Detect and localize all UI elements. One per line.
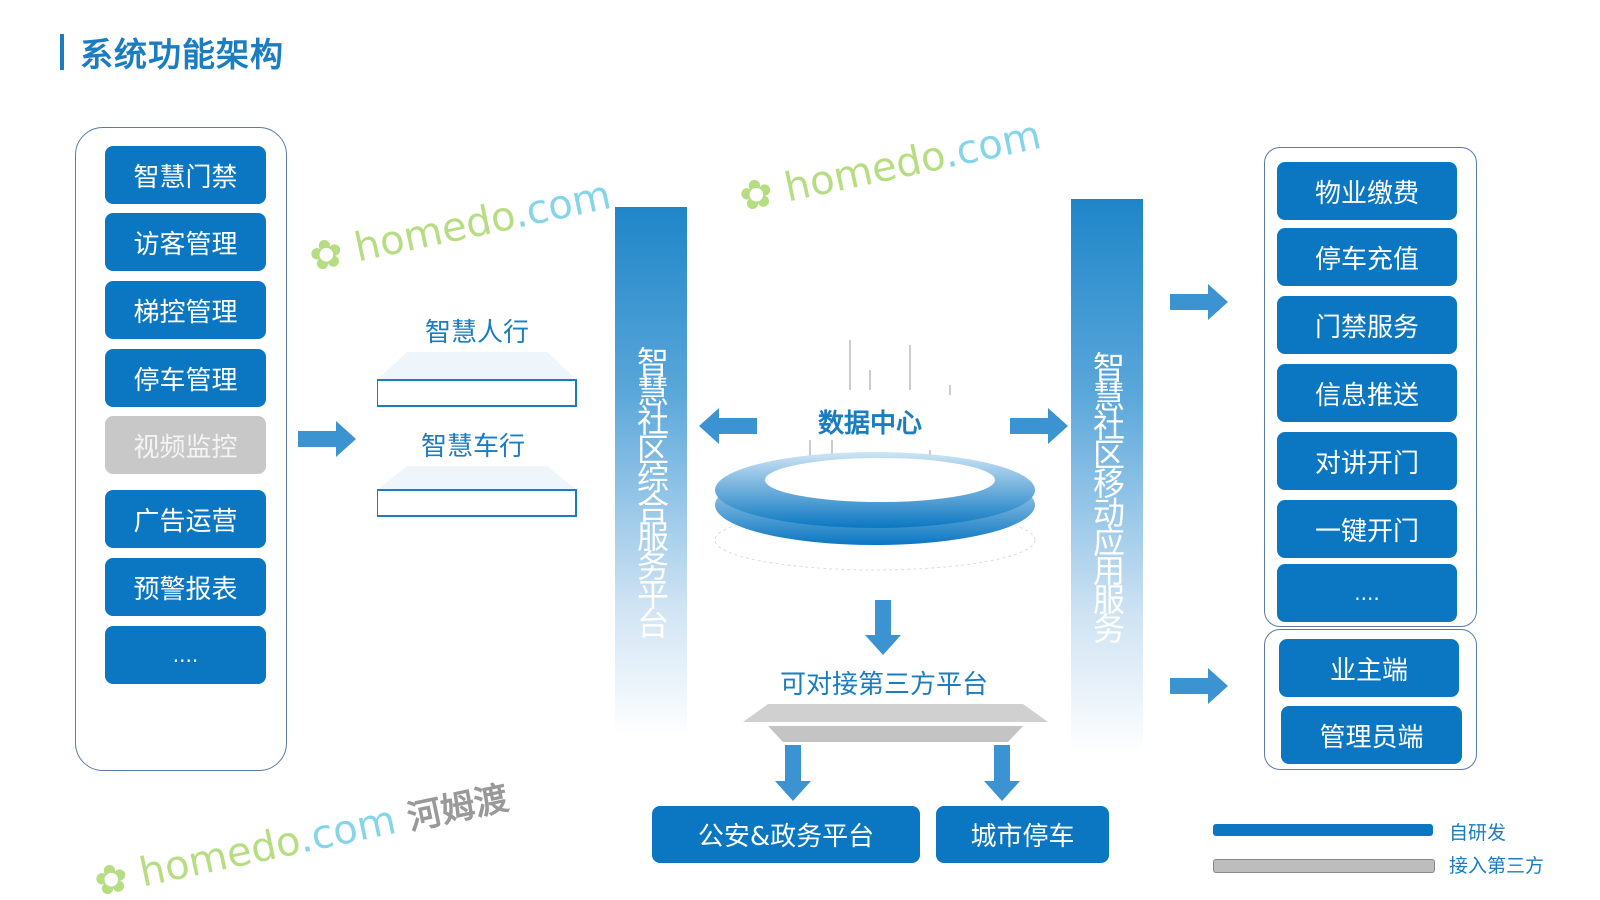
module-visitor[interactable]: 访客管理 xyxy=(105,213,266,271)
service-intercom[interactable]: 对讲开门 xyxy=(1277,432,1457,490)
platform-integrated-service: 智慧社区综合服务平台 xyxy=(615,207,687,737)
module-elevator[interactable]: 梯控管理 xyxy=(105,281,266,339)
client-owner[interactable]: 业主端 xyxy=(1279,639,1459,697)
module-smart-access[interactable]: 智慧门禁 xyxy=(105,146,266,204)
arrow-down-icon xyxy=(984,745,1020,801)
service-access[interactable]: 门禁服务 xyxy=(1277,296,1457,354)
layer-smart-vehicle-label: 智慧车行 xyxy=(421,432,526,462)
service-parking-topup[interactable]: 停车充值 xyxy=(1277,228,1457,286)
module-video-surveillance[interactable]: 视频监控 xyxy=(105,416,266,474)
watermark: ✿ homedo.com xyxy=(305,172,616,281)
layer-slab-icon xyxy=(377,466,577,517)
arrow-right-icon xyxy=(1010,408,1068,444)
legend-label-self: 自研发 xyxy=(1449,822,1507,844)
arrow-left-icon xyxy=(699,408,757,444)
data-center-label: 数据中心 xyxy=(818,409,923,439)
page-title: 系统功能架构 xyxy=(80,35,284,74)
legend-swatch-self xyxy=(1213,824,1433,836)
arrow-right-icon xyxy=(298,421,356,457)
service-one-click-open[interactable]: 一键开门 xyxy=(1277,500,1457,558)
arrow-down-icon xyxy=(865,600,901,655)
third-party-label: 可对接第三方平台 xyxy=(780,670,989,700)
module-more[interactable]: .... xyxy=(105,626,266,684)
title-accent-bar xyxy=(60,34,64,70)
platform-mobile-service: 智慧社区移动应用服务 xyxy=(1071,199,1143,755)
target-city-parking[interactable]: 城市停车 xyxy=(936,806,1109,863)
layer-smart-pedestrian-label: 智慧人行 xyxy=(425,318,530,348)
legend-label-third-party: 接入第三方 xyxy=(1449,855,1545,877)
legend-swatch-third-party xyxy=(1213,859,1435,873)
client-admin[interactable]: 管理员端 xyxy=(1281,706,1462,764)
service-property-fee[interactable]: 物业缴费 xyxy=(1277,162,1457,220)
watermark: ✿ homedo.com xyxy=(735,112,1046,221)
layer-slab-icon xyxy=(377,352,577,407)
third-party-layers-icon xyxy=(743,704,1048,742)
module-alert-report[interactable]: 预警报表 xyxy=(105,558,266,616)
service-more[interactable]: .... xyxy=(1277,564,1457,622)
service-notification[interactable]: 信息推送 xyxy=(1277,364,1457,422)
watermark: ✿ homedo.com 河姆渡 xyxy=(90,778,513,900)
arrow-down-icon xyxy=(775,745,811,801)
module-parking[interactable]: 停车管理 xyxy=(105,349,266,407)
arrow-right-icon xyxy=(1170,284,1228,320)
data-center-disk-icon xyxy=(714,340,1036,571)
target-public-security[interactable]: 公安&政务平台 xyxy=(652,806,920,863)
arrow-right-icon xyxy=(1170,668,1228,704)
module-advertising[interactable]: 广告运营 xyxy=(105,490,266,548)
